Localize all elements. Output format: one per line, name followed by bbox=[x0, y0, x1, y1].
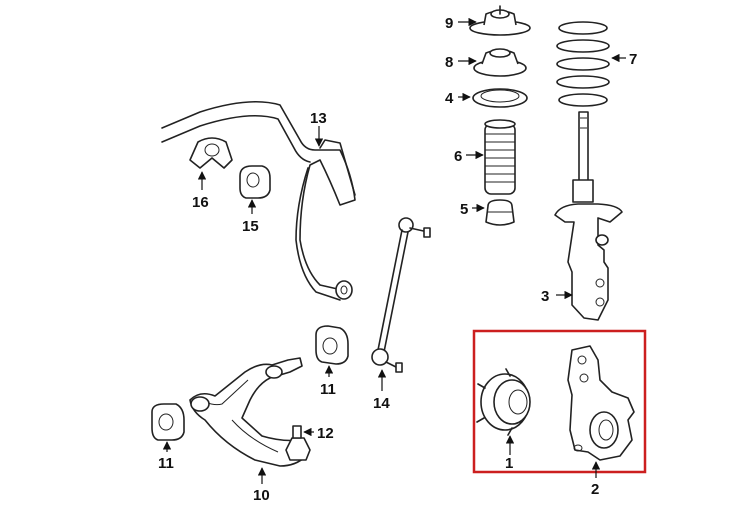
strut-mount bbox=[469, 5, 531, 36]
steering-knuckle bbox=[567, 345, 635, 461]
callout-7: 7 bbox=[629, 51, 637, 68]
strut-assembly bbox=[554, 111, 623, 321]
stabilizer-link bbox=[371, 217, 431, 373]
callout-labels: 9 8 4 6 5 7 3 13 16 15 14 11 11 12 10 1 … bbox=[158, 15, 637, 504]
spring-upper-seat bbox=[473, 48, 527, 77]
hub-bearing bbox=[476, 368, 531, 436]
ball-joint bbox=[285, 425, 311, 461]
spring-insulator bbox=[472, 88, 528, 108]
callout-15: 15 bbox=[242, 218, 259, 235]
leader-lines bbox=[162, 17, 626, 484]
dust-boot bbox=[484, 119, 516, 195]
callout-12: 12 bbox=[317, 425, 334, 442]
stabilizer-bracket bbox=[189, 137, 233, 169]
callout-3: 3 bbox=[541, 288, 549, 305]
callout-11-lower: 11 bbox=[158, 455, 174, 472]
callout-11-upper: 11 bbox=[320, 381, 336, 398]
callout-6: 6 bbox=[454, 148, 462, 165]
callout-1: 1 bbox=[505, 455, 513, 472]
callout-9: 9 bbox=[445, 15, 453, 32]
stabilizer-bar bbox=[161, 101, 356, 301]
callout-13: 13 bbox=[310, 110, 327, 127]
callout-8: 8 bbox=[445, 54, 453, 71]
callout-16: 16 bbox=[192, 194, 209, 211]
coil-spring bbox=[556, 21, 610, 107]
callout-14: 14 bbox=[373, 395, 390, 412]
arm-bushing-lower bbox=[151, 403, 185, 441]
callout-4: 4 bbox=[445, 90, 454, 107]
highlight-box bbox=[472, 329, 647, 474]
callout-5: 5 bbox=[460, 201, 468, 218]
callout-2: 2 bbox=[591, 481, 599, 498]
bump-stop bbox=[485, 199, 515, 226]
arm-bushing-upper bbox=[315, 325, 349, 365]
callout-10: 10 bbox=[253, 487, 270, 504]
stabilizer-bushing bbox=[239, 165, 271, 199]
